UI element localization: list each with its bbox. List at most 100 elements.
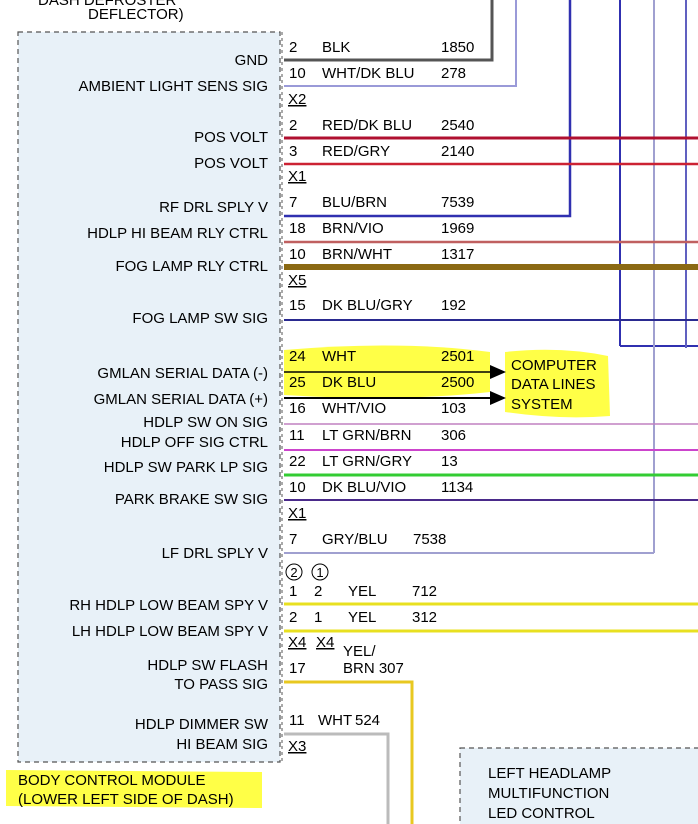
left-headlamp-box — [459, 747, 698, 824]
circuit-number: 1317 — [441, 246, 474, 263]
signal-rh-low-beam: RH HDLP LOW BEAM SPY V — [69, 597, 268, 614]
circuit-number: 2540 — [441, 117, 474, 134]
arrow-gmlan-neg — [490, 365, 506, 379]
wire-color: DK BLU/GRY — [322, 297, 413, 314]
signal-hdlp-sw-on: HDLP SW ON SIG — [143, 414, 268, 431]
pin: 10 — [289, 479, 306, 496]
circuit-number: 13 — [441, 453, 458, 470]
connector-id: X4 — [316, 634, 334, 651]
circuit-number: 7539 — [441, 194, 474, 211]
wire-color-line1: YEL/ — [343, 643, 376, 660]
signal-fog-sw: FOG LAMP SW SIG — [132, 310, 268, 327]
wire-dimmer — [284, 732, 390, 824]
wire-gnd-route — [284, 0, 494, 62]
circuit-number: 1969 — [441, 220, 474, 237]
pin: 18 — [289, 220, 306, 237]
wire-color-line2: BRN 307 — [343, 660, 404, 677]
left-headlamp-line1: LEFT HEADLAMP — [488, 765, 611, 782]
wire-color: RED/GRY — [322, 143, 390, 160]
circuit-number: 312 — [412, 609, 437, 626]
signal-flash-line1: HDLP SW FLASH — [147, 657, 268, 674]
connector-id: X5 — [288, 272, 306, 289]
pin: 11 — [289, 712, 305, 729]
destination-line2: DATA LINES — [511, 376, 595, 393]
signal-park-brake: PARK BRAKE SW SIG — [115, 491, 268, 508]
signal-ambient-light: AMBIENT LIGHT SENS SIG — [79, 78, 269, 95]
variant-label-1: 1 — [316, 565, 323, 580]
top-fragment-line1: DASH DEFROSTER — [38, 0, 177, 9]
circuit-number: 2501 — [441, 348, 474, 365]
highlight-module-name — [6, 770, 262, 808]
connector-id: X3 — [288, 738, 306, 755]
wire-color: WHT/DK BLU — [322, 65, 415, 82]
connector-id: X2 — [288, 91, 306, 108]
signal-lh-low-beam: LH HDLP LOW BEAM SPY V — [72, 623, 268, 640]
wire-color: YEL — [348, 609, 376, 626]
pin: 25 — [289, 374, 306, 391]
left-headlamp-line2: MULTIFUNCTION — [488, 785, 609, 802]
circuit-number: 2500 — [441, 374, 474, 391]
connector-id: X1 — [288, 505, 306, 522]
pin: 2 — [289, 609, 297, 626]
variant-label-2: 2 — [290, 565, 297, 580]
wire-color: WHT — [318, 712, 352, 729]
circuit-number: 1134 — [441, 479, 473, 496]
pin: 16 — [289, 400, 306, 417]
signal-dimmer-line1: HDLP DIMMER SW — [135, 716, 269, 733]
module-location: (LOWER LEFT SIDE OF DASH) — [18, 791, 234, 808]
wire-rfdrl-route — [284, 0, 572, 218]
wire-color: WHT — [322, 348, 356, 365]
wire-color: LT GRN/GRY — [322, 453, 412, 470]
circuit-number: 2140 — [441, 143, 474, 160]
wire-color: GRY/BLU — [322, 531, 388, 548]
pin: 10 — [289, 246, 306, 263]
circuit-number: 524 — [355, 712, 380, 729]
pin: 15 — [289, 297, 306, 314]
arrow-gmlan-pos — [490, 391, 506, 405]
left-headlamp-line3: LED CONTROL — [488, 805, 595, 822]
circuit-number: 192 — [441, 297, 466, 314]
pin: 7 — [289, 531, 297, 548]
connector-id: X4 — [288, 634, 306, 651]
signal-pos-volt-1: POS VOLT — [194, 129, 268, 146]
wire-color: BRN/VIO — [322, 220, 384, 237]
signal-hdlp-off: HDLP OFF SIG CTRL — [121, 434, 268, 451]
pin: 22 — [289, 453, 306, 470]
top-fragment-line2: DEFLECTOR) — [88, 6, 184, 23]
pin: 10 — [289, 65, 306, 82]
module-name: BODY CONTROL MODULE — [18, 772, 206, 789]
wire-color: YEL — [348, 583, 376, 600]
signal-lf-drl: LF DRL SPLY V — [162, 545, 268, 562]
pin: 24 — [289, 348, 306, 365]
signal-gmlan-neg: GMLAN SERIAL DATA (-) — [97, 365, 268, 382]
pin: 2 — [289, 117, 297, 134]
wire-color: BRN/WHT — [322, 246, 392, 263]
wire-color: RED/DK BLU — [322, 117, 412, 134]
wire-color: BLU/BRN — [322, 194, 387, 211]
pin-alt: 2 — [314, 583, 322, 600]
signal-flash-line2: TO PASS SIG — [174, 676, 268, 693]
signal-dimmer-line2: HI BEAM SIG — [176, 736, 268, 753]
signal-hi-beam-rly: HDLP HI BEAM RLY CTRL — [87, 225, 268, 242]
highlight-destination — [505, 349, 610, 418]
wire-color: DK BLU — [322, 374, 376, 391]
module-box — [17, 31, 281, 763]
wire-color: LT GRN/BRN — [322, 427, 411, 444]
variant-circle-2 — [285, 563, 303, 581]
pin: 11 — [289, 427, 305, 444]
wire-color: BLK — [322, 39, 350, 56]
circuit-number: 7538 — [413, 531, 446, 548]
signal-gmlan-pos: GMLAN SERIAL DATA (+) — [94, 391, 268, 408]
circuit-number: 103 — [441, 400, 466, 417]
pin: 17 — [289, 660, 306, 677]
signal-fog-rly: FOG LAMP RLY CTRL — [115, 258, 268, 275]
wire-color: DK BLU/VIO — [322, 479, 406, 496]
circuit-number: 306 — [441, 427, 466, 444]
pin-alt: 1 — [314, 609, 322, 626]
signal-rf-drl: RF DRL SPLY V — [159, 199, 268, 216]
variant-circle-1 — [311, 563, 329, 581]
circuit-number: 712 — [412, 583, 437, 600]
pin: 2 — [289, 39, 297, 56]
destination-line1: COMPUTER — [511, 357, 597, 374]
